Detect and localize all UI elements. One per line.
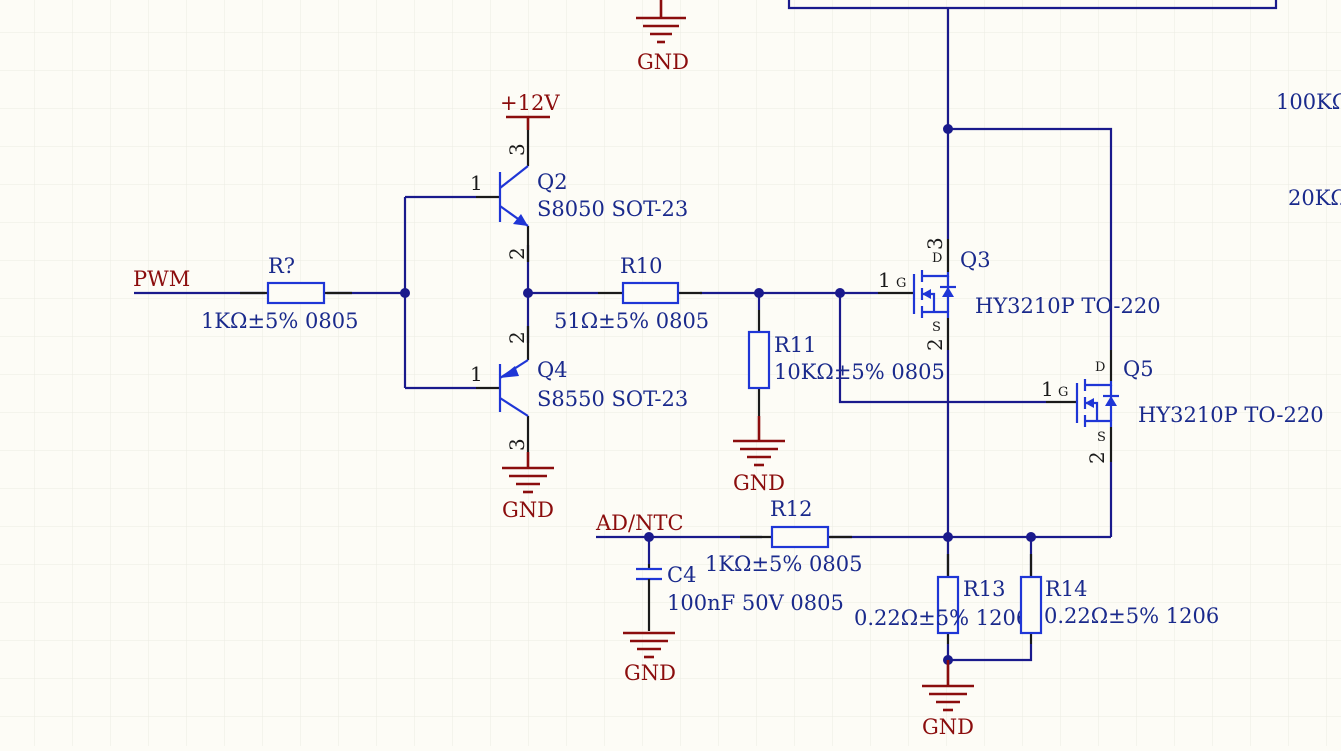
r14-value: 0.22Ω±5% 1206 bbox=[1044, 604, 1219, 628]
resistor-r14[interactable] bbox=[1019, 554, 1043, 644]
gnd-label-c4: GND bbox=[624, 661, 676, 685]
q3-pin3: 3 bbox=[923, 237, 947, 250]
q5-drain-label: D bbox=[1095, 360, 1105, 375]
net-label-pwm: PWM bbox=[133, 267, 190, 291]
q3-drain-label: D bbox=[932, 251, 942, 266]
q5-pin1: 1 bbox=[1041, 377, 1054, 401]
r-pwm-ref: R? bbox=[268, 254, 295, 278]
resistor-r10[interactable] bbox=[598, 281, 702, 305]
resistor-r13[interactable] bbox=[936, 554, 960, 644]
r10-value: 51Ω±5% 0805 bbox=[554, 309, 709, 333]
q2-pin1: 1 bbox=[470, 171, 483, 195]
q3-value: HY3210P TO-220 bbox=[975, 294, 1161, 318]
q4-ref: Q4 bbox=[537, 358, 568, 382]
resistor-r-pwm[interactable] bbox=[240, 281, 352, 305]
junction-dots bbox=[400, 124, 1036, 665]
q3-gate-label: G bbox=[896, 276, 906, 291]
q5-source-label: S bbox=[1097, 430, 1106, 445]
mosfet-q3[interactable] bbox=[878, 239, 956, 350]
transistor-q4-pnp[interactable] bbox=[476, 326, 530, 452]
q4-value: S8550 SOT-23 bbox=[537, 387, 688, 411]
q3-pin2: 2 bbox=[923, 338, 947, 351]
q4-pin2: 2 bbox=[505, 331, 529, 344]
net-label-12v: +12V bbox=[500, 91, 560, 115]
net-label-ad-ntc: AD/NTC bbox=[595, 511, 684, 535]
q2-pin2: 2 bbox=[505, 247, 529, 260]
q4-pin1: 1 bbox=[470, 362, 483, 386]
vcc-symbol bbox=[506, 115, 550, 130]
q3-pin1: 1 bbox=[878, 268, 891, 292]
gnd-label-r11: GND bbox=[733, 471, 785, 495]
resistor-r12[interactable] bbox=[740, 525, 852, 549]
q2-value: S8050 SOT-23 bbox=[537, 197, 688, 221]
q2-pin3: 3 bbox=[505, 143, 529, 156]
q5-value: HY3210P TO-220 bbox=[1138, 403, 1324, 427]
q5-ref: Q5 bbox=[1123, 357, 1154, 381]
q3-source-label: S bbox=[932, 320, 941, 335]
r-pwm-value: 1KΩ±5% 0805 bbox=[201, 309, 359, 333]
mosfet-q5[interactable] bbox=[1046, 350, 1119, 462]
r11-ref: R11 bbox=[774, 333, 817, 357]
gnd-symbol-r11 bbox=[733, 416, 785, 467]
resistor-r11[interactable] bbox=[747, 310, 771, 416]
c4-value: 100nF 50V 0805 bbox=[667, 591, 844, 615]
gnd-label-bottom: GND bbox=[922, 715, 974, 739]
r11-value: 10KΩ±5% 0805 bbox=[774, 360, 945, 384]
r10-ref: R10 bbox=[620, 254, 663, 278]
q5-pin2: 2 bbox=[1085, 451, 1109, 464]
offscreen-label-20k: 20KΩ bbox=[1288, 186, 1341, 210]
c4-ref: C4 bbox=[667, 563, 696, 587]
r13-value: 0.22Ω±5% 1206 bbox=[854, 606, 1029, 630]
q5-gate-label: G bbox=[1058, 385, 1068, 400]
gnd-symbol-bottom bbox=[922, 660, 974, 712]
gnd-label-top: GND bbox=[637, 50, 689, 74]
q4-pin3: 3 bbox=[505, 438, 529, 451]
r12-value: 1KΩ±5% 0805 bbox=[705, 552, 863, 576]
offscreen-label-100k: 100KΩ bbox=[1276, 90, 1341, 114]
q2-ref: Q2 bbox=[537, 170, 568, 194]
gnd-label-q4: GND bbox=[502, 498, 554, 522]
gnd-symbol-c4 bbox=[623, 631, 675, 659]
top-gnd-symbol bbox=[636, 0, 686, 44]
q3-ref: Q3 bbox=[960, 248, 991, 272]
r13-ref: R13 bbox=[963, 577, 1006, 601]
capacitor-c4[interactable] bbox=[636, 564, 662, 631]
gnd-symbol-q4 bbox=[502, 452, 554, 494]
transistor-q2-npn[interactable] bbox=[476, 130, 530, 262]
top-bus-wire bbox=[787, 0, 1278, 10]
r14-ref: R14 bbox=[1045, 577, 1088, 601]
r12-ref: R12 bbox=[770, 497, 813, 521]
